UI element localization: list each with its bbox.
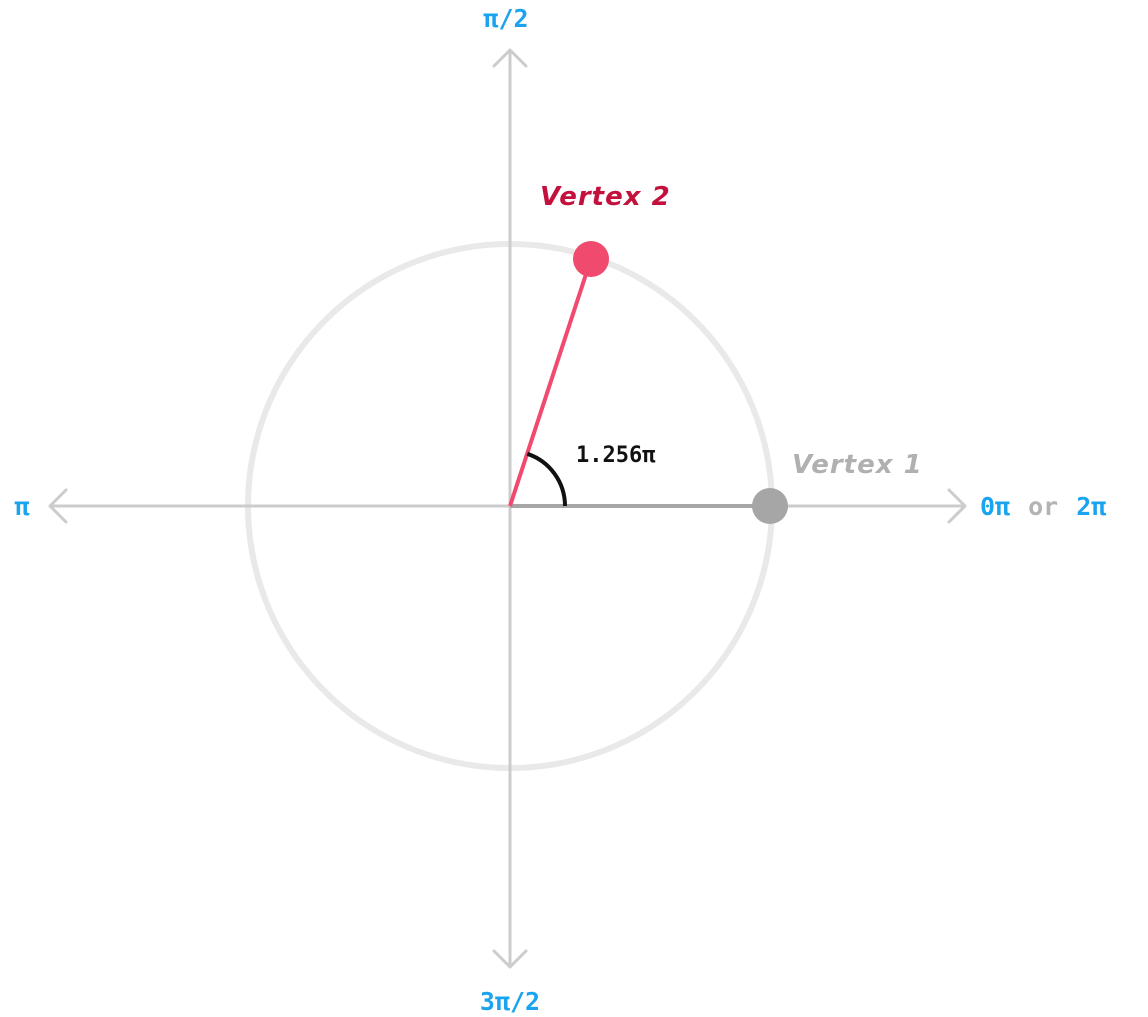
vertex1-label: Vertex 1	[792, 450, 923, 480]
axis-label-pi-over-2: π/2	[483, 4, 528, 33]
axis-label-2pi: 2π	[1076, 492, 1106, 521]
axis-label-0pi: 0π	[980, 492, 1010, 521]
vertex2-label: Vertex 2	[540, 182, 671, 212]
angle-value-label: 1.256π	[576, 443, 656, 468]
axis-label-3pi-over-2: 3π/2	[480, 987, 540, 1016]
vertex1-dot[interactable]	[752, 488, 788, 524]
axis-label-pi: π	[14, 492, 29, 521]
axis-label-or: or	[1028, 492, 1058, 521]
right-arrowhead-icon	[947, 488, 967, 524]
bottom-arrowhead-icon	[492, 949, 528, 969]
vertex2-radius	[508, 258, 593, 507]
left-arrowhead-icon	[48, 488, 68, 524]
vertex2-dot[interactable]	[573, 241, 609, 277]
top-arrowhead-icon	[492, 48, 528, 68]
angle-arc	[526, 451, 567, 507]
axis-label-0pi-or-2pi: 0π or 2π	[980, 492, 1106, 521]
